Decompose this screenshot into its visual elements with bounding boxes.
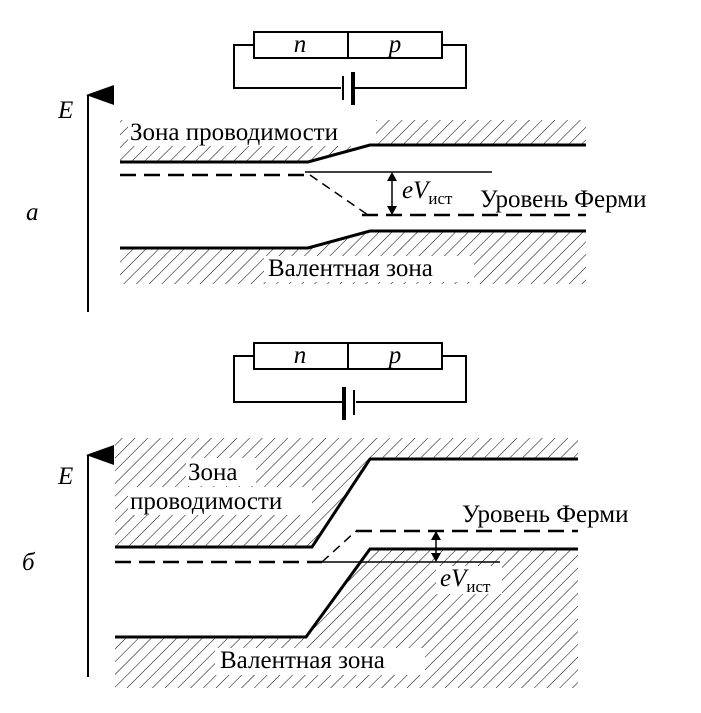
valence-band-label-a: Валентная зона [268,255,433,282]
conduction-label-bg-b1 [186,458,256,486]
fermi-transition-b [321,530,357,563]
valence-band-label-b: Валентная зона [220,647,385,674]
fermi-label-bg-a [476,186,684,212]
fermi-level-label-b: Уровень Ферми [462,501,628,528]
conduction-label-bg-a [128,120,376,146]
energy-axis-label-a: E [57,97,73,124]
wire-left [233,44,341,89]
p-region-label: p [387,31,402,58]
valence-band-edge-b [115,547,578,639]
conduction-band-label-b2: проводимости [130,488,282,515]
wire-left [233,355,342,403]
valence-label-bg-a [264,256,474,282]
n-region-label: n [294,342,307,369]
panel-a: n p E а Зона проводимости eVист Уровень … [26,31,684,312]
energy-axis-label-b: E [57,463,73,490]
panel-label-a: а [26,199,39,226]
fermi-level-label-a: Уровень Ферми [480,186,646,213]
p-region-label: p [387,342,402,369]
voltage-arrowhead-up-a [387,172,397,181]
voltage-label-bg-b [436,566,502,594]
conduction-label-bg-b2 [128,487,312,515]
wire-right [355,44,467,89]
valence-label-bg-b [215,648,425,675]
valence-band-edge-a [120,229,586,250]
wire-right [356,355,467,403]
fermi-transition-a [309,174,369,216]
conduction-band-label-a: Зона проводимости [130,119,338,146]
conduction-band-edge-b [115,457,578,549]
n-region-label: n [294,31,307,58]
voltage-arrowhead-up-b [431,531,441,540]
voltage-label-a: eVист [402,177,453,208]
conduction-band-label-b1: Зона [188,459,238,486]
voltage-arrowhead-down-b [431,553,441,562]
voltage-arrowhead-down-a [387,206,397,215]
pn-device-b: n p [233,342,467,420]
panel-label-b: б [22,549,36,576]
voltage-label-b: eVист [440,565,491,596]
pn-device-a: n p [233,31,467,105]
conduction-band-edge-a [120,143,586,164]
panel-b: n p E б Зона проводимости Валентная зона [22,342,628,688]
